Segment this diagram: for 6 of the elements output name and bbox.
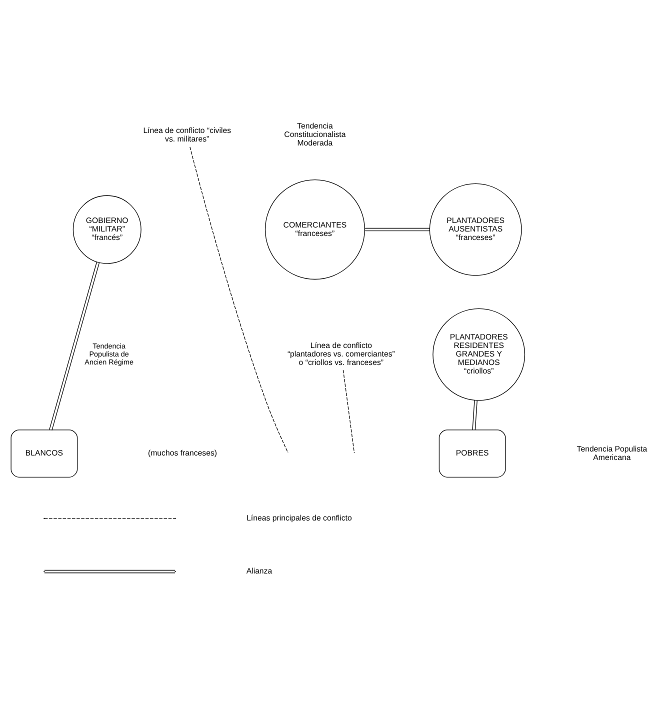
connector [49,262,100,431]
connector [342,370,355,454]
connector [472,400,478,430]
connector [190,146,288,454]
edge-label: Tendencia Populista de Ancien Régime [84,342,134,366]
connector [364,228,430,232]
